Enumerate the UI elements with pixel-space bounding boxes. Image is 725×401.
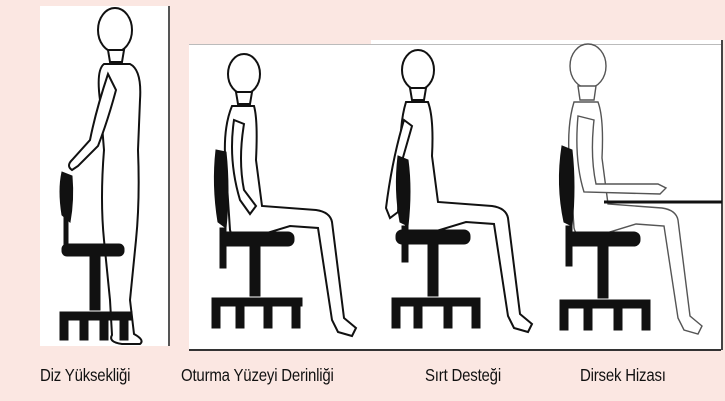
seated-figure-4 [569,44,702,334]
seated-figure-2 [225,54,356,336]
caption-elbow-level: Dirsek Hizası [580,366,666,386]
caption-knee-height: Diz Yüksekliği [40,366,130,386]
caption-seat-depth: Oturma Yüzeyi Derinliği [181,366,334,386]
caption-back-support: Sırt Desteği [425,366,501,386]
standing-figure [69,8,142,344]
